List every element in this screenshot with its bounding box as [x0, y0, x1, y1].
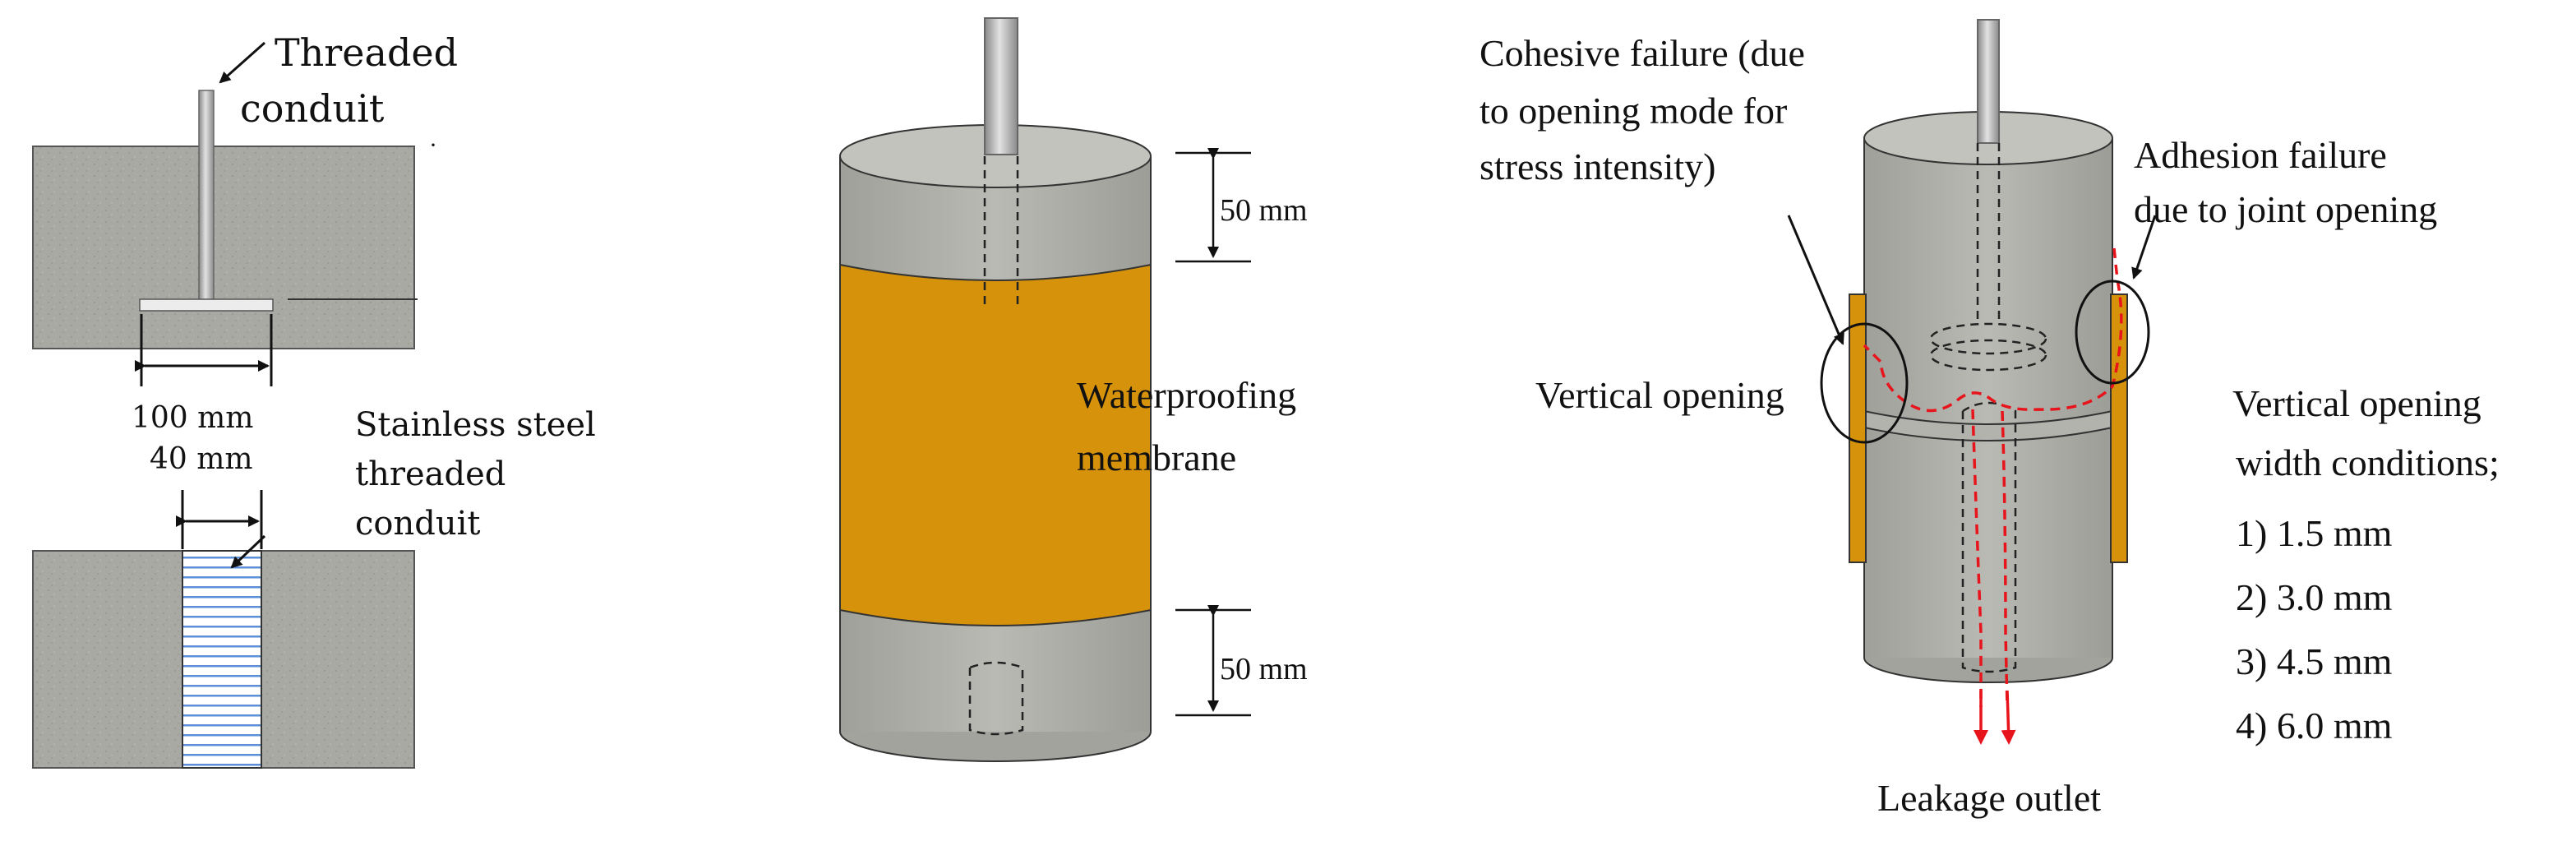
- threaded-conduit-rod: [198, 90, 215, 307]
- svg-text:50 mm: 50 mm: [1220, 652, 1308, 686]
- condition-item: 4) 6.0 mm: [2236, 705, 2393, 746]
- dimension-top-50mm: 50 mm: [1175, 148, 1308, 263]
- dimension-bottom-50mm: 50 mm: [1175, 605, 1308, 717]
- cohesive-leader: [1787, 215, 1844, 345]
- leak-arrow-right: [2001, 690, 2016, 745]
- cohesive-failure-label: Cohesive failure (due to opening mode fo…: [1480, 32, 1814, 187]
- panel-c: Cohesive failure (due to opening mode fo…: [1480, 19, 2500, 819]
- membrane-label: Waterproofing membrane: [1077, 374, 1306, 478]
- condition-item: 3) 4.5 mm: [2236, 640, 2393, 682]
- svg-text:100 mm: 100 mm: [132, 401, 253, 435]
- threaded-conduit-label: Threaded conduit: [240, 30, 470, 131]
- conduit-base-plate: [139, 298, 274, 312]
- vertical-opening-label: Vertical opening: [1535, 374, 1784, 416]
- cohesive-failure-circle: [1820, 322, 1909, 444]
- threaded-conduit-leader: [219, 41, 265, 84]
- panel-a: Threaded conduit · 100 mm 40 mm Stainles…: [32, 30, 607, 769]
- adhesion-leader: [2131, 215, 2157, 280]
- dimension-100mm: 100 mm: [132, 314, 273, 435]
- panel-b: 50 mm 50 mm Waterproofing membrane: [839, 17, 1308, 762]
- svg-text:50 mm: 50 mm: [1220, 193, 1308, 228]
- condition-item: 1) 1.5 mm: [2236, 512, 2393, 554]
- dimension-40mm: [176, 490, 263, 549]
- membrane-left: [1849, 293, 1867, 563]
- adhesion-failure-label: Adhesion failure due to joint opening: [2134, 134, 2437, 230]
- stainless-steel-conduit: [182, 550, 262, 769]
- internal-conduit-dashed: [1929, 143, 2047, 673]
- membrane-right: [2110, 293, 2128, 563]
- steel-conduit-label: Stainless steel threaded conduit: [355, 406, 607, 543]
- adhesion-failure-circle: [2075, 280, 2150, 385]
- embedded-conduit-top: [983, 156, 1019, 306]
- condition-item: 2) 3.0 mm: [2236, 576, 2393, 618]
- leak-path: [1863, 247, 2123, 708]
- concrete-block-top: [32, 146, 415, 349]
- embedded-conduit-bottom: [968, 661, 1024, 736]
- steel-conduit-leader: [230, 534, 266, 569]
- dot-mark: ·: [429, 132, 437, 159]
- conditions-title: Vertical opening width conditions;: [2232, 382, 2500, 483]
- leakage-outlet-label: Leakage outlet: [1877, 777, 2101, 819]
- waterproofing-membrane: [839, 263, 1152, 626]
- dimension-40mm-label: 40 mm: [150, 442, 253, 476]
